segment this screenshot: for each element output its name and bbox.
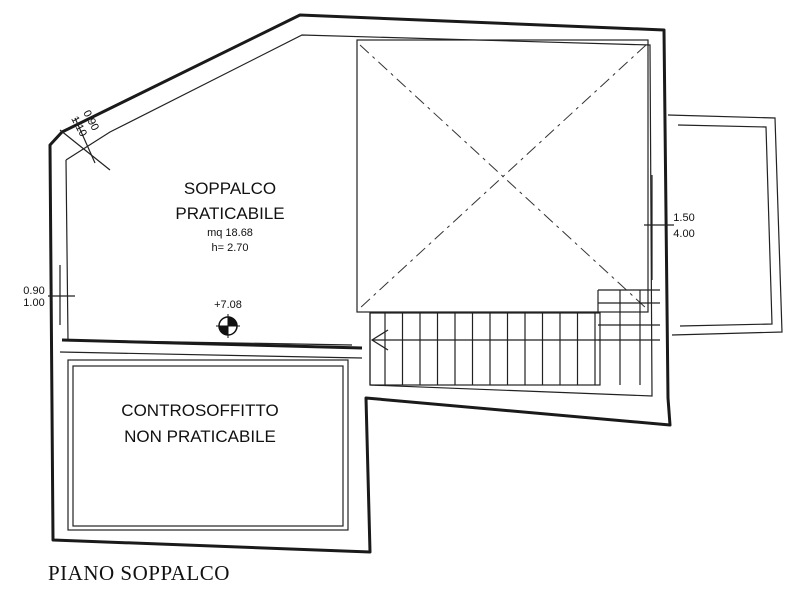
plan-title: PIANO SOPPALCO: [48, 561, 230, 585]
window-diagonal: [59, 117, 111, 171]
window-right-bottom: 4.00: [673, 228, 694, 240]
window-left: [48, 265, 75, 325]
void-area: [356, 39, 649, 313]
mezzanine-height: h= 2.70: [211, 242, 248, 254]
window-right: [644, 175, 674, 280]
controsoffitto-area: [67, 359, 349, 531]
mezzanine-label-line1: SOPPALCO: [184, 179, 276, 198]
mezzanine-area: mq 18.68: [207, 227, 253, 239]
controsoffitto-inner: [72, 365, 344, 527]
mezzanine-label-line2: PRATICABILE: [175, 204, 284, 223]
ceiling-label-line1: CONTROSOFFITTO: [121, 401, 278, 420]
partition-wall-inner: [59, 351, 363, 359]
staircase: [369, 289, 660, 386]
window-left-bottom: 1.00: [23, 297, 44, 309]
balcony: [667, 114, 783, 336]
window-left-top: 0.90: [23, 285, 44, 297]
outer-wall: [48, 13, 672, 554]
window-right-top: 1.50: [673, 212, 694, 224]
level-mark: +7.08: [214, 299, 242, 311]
void-diagonal-2: [359, 44, 647, 309]
level-marker-icon: [216, 314, 240, 338]
partition-wall: [61, 338, 363, 350]
ceiling-label-line2: NON PRATICABILE: [124, 427, 276, 446]
